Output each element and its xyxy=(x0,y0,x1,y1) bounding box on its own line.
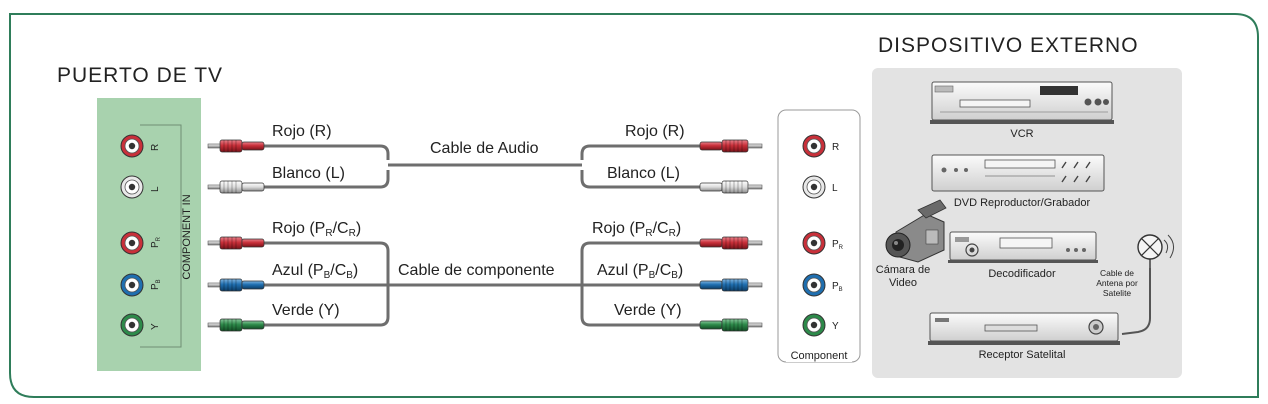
cables xyxy=(262,144,700,327)
camera-label-line1: Cámara de xyxy=(876,264,930,276)
cable-audio-right-white xyxy=(580,170,700,189)
plug-left-green-4 xyxy=(207,318,265,332)
tv-jack-y xyxy=(120,313,144,337)
comp-right-red-label: Rojo (PR/CR) xyxy=(592,220,681,239)
dvd-device xyxy=(931,154,1105,192)
plug-right-red-0 xyxy=(699,139,763,153)
audio-right-red-label: Rojo (R) xyxy=(625,123,685,140)
tv-jack-label-r: R xyxy=(150,144,161,151)
box-jack-pb xyxy=(802,273,826,297)
component-box-label: Component xyxy=(791,350,848,362)
camera-label-line2: Video xyxy=(889,277,917,289)
decoder-label: Decodificador xyxy=(988,268,1056,280)
plugs xyxy=(207,139,763,332)
box-jack-pr xyxy=(802,231,826,255)
comp-right-green-label: Verde (Y) xyxy=(614,302,682,319)
comp-left-red-label: Rojo (PR/CR) xyxy=(272,220,361,239)
box-jack-label-y: Y xyxy=(832,321,839,332)
cable-audio-left-red xyxy=(262,144,390,160)
dvd-label: DVD Reproductor/Grabador xyxy=(954,197,1091,209)
camera-device xyxy=(885,199,947,263)
plug-right-red-2 xyxy=(699,236,763,250)
external-device-title: DISPOSITIVO EXTERNO xyxy=(878,34,1139,57)
antenna-label-line2: Antena por xyxy=(1096,278,1138,288)
tv-jacks: R L PR PB Y xyxy=(120,134,162,337)
cable-audio-right-red xyxy=(580,144,700,160)
box-jack-r xyxy=(802,134,826,158)
antenna-label-line1: Cable de xyxy=(1100,268,1134,278)
tv-jack-pb xyxy=(120,273,144,297)
antenna-label-line3: Satelite xyxy=(1103,288,1132,298)
satellite-receiver-device xyxy=(928,312,1120,345)
tv-jack-label-y: Y xyxy=(150,323,161,330)
antenna-device xyxy=(1137,234,1174,270)
tv-jack-label-l: L xyxy=(150,186,161,192)
comp-left-green-label: Verde (Y) xyxy=(272,302,340,319)
comp-right-blue-label: Azul (PB/CB) xyxy=(597,262,683,281)
component-in-label: COMPONENT IN xyxy=(181,194,193,279)
plug-left-blue-3 xyxy=(207,278,265,292)
tv-jack-l xyxy=(120,175,144,199)
box-jack-y xyxy=(802,313,826,337)
box-jack-label-pb: PB xyxy=(832,281,843,293)
outer-frame xyxy=(9,13,1259,398)
box-jack-label-pr: PR xyxy=(832,239,844,251)
external-device-panel xyxy=(872,68,1182,378)
audio-right-white-label: Blanco (L) xyxy=(607,165,680,182)
plug-right-blue-3 xyxy=(699,278,763,292)
tv-jack-r xyxy=(120,134,144,158)
plug-right-green-4 xyxy=(699,318,763,332)
vcr-device xyxy=(930,81,1114,124)
box-jack-l xyxy=(802,175,826,199)
satellite-receiver-label: Receptor Satelital xyxy=(979,349,1066,361)
cable-audio-left-white xyxy=(262,170,390,189)
plug-left-white-1 xyxy=(207,180,265,194)
audio-left-red-label: Rojo (R) xyxy=(272,123,332,140)
decoder-device xyxy=(948,231,1098,263)
component-cable-label: Cable de componente xyxy=(398,262,555,279)
plug-left-red-2 xyxy=(207,236,265,250)
tv-port-panel xyxy=(97,98,201,371)
audio-cable-label: Cable de Audio xyxy=(430,140,539,157)
tv-port-title: PUERTO DE TV xyxy=(57,64,223,87)
tv-port-bracket xyxy=(140,124,182,348)
plug-left-red-0 xyxy=(207,139,265,153)
plug-right-white-1 xyxy=(699,180,763,194)
vcr-label: VCR xyxy=(1010,128,1033,140)
comp-left-blue-label: Azul (PB/CB) xyxy=(272,262,358,281)
tv-jack-label-pr: PR xyxy=(150,236,162,248)
box-jack-label-r: R xyxy=(832,142,839,153)
antenna-cable xyxy=(1121,268,1151,335)
audio-left-white-label: Blanco (L) xyxy=(272,165,345,182)
component-box-jacks: R L PR PB Y xyxy=(802,134,844,337)
box-jack-label-l: L xyxy=(832,183,838,194)
tv-jack-label-pb: PB xyxy=(150,279,162,290)
tv-jack-pr xyxy=(120,231,144,255)
